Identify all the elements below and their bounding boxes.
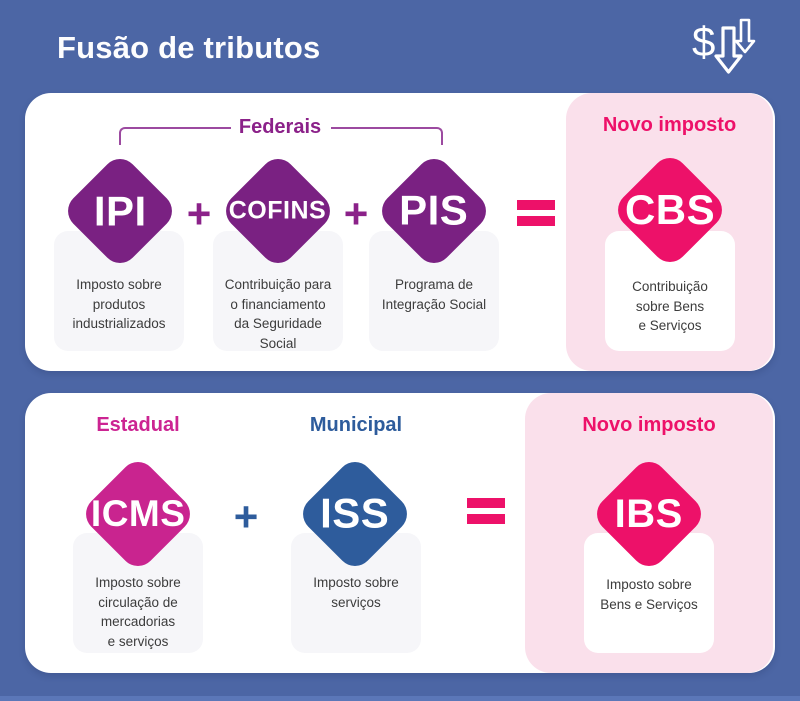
tax-code-pis: PIS	[399, 186, 469, 234]
plus-operator-2: +	[343, 190, 369, 237]
tax-description-icms: Imposto sobre circulação de mercadorias …	[95, 575, 181, 649]
dollar-sign-icon: $	[692, 18, 715, 65]
tax-code-icms: ICMS	[90, 493, 186, 534]
tax-code-ibs: IBS	[614, 491, 684, 536]
bottom-accent-strip	[0, 696, 800, 701]
tax-code-cofins: COFINS	[229, 196, 327, 225]
tax-description-box-icms: Imposto sobre circulação de mercadorias …	[73, 533, 203, 653]
bracket-right	[331, 127, 443, 145]
state-group-label: Estadual	[96, 414, 180, 436]
money-decrease-icon: $	[692, 18, 756, 74]
tax-code-cbs: CBS	[624, 186, 716, 233]
municipal-group-label: Municipal	[309, 414, 403, 436]
tax-description-cbs: Contribuição sobre Bens e Serviços	[632, 279, 708, 334]
tax-description-iss: Imposto sobre serviços	[313, 575, 399, 610]
plus-operator-3: +	[233, 493, 259, 540]
tax-code-ipi: IPI	[93, 186, 147, 234]
page-title: Fusão de tributos	[57, 30, 321, 65]
tax-description-ipi: Imposto sobre produtos industrializados	[72, 277, 166, 332]
down-arrow-large-icon	[714, 26, 743, 74]
equals-bar	[517, 200, 555, 210]
tax-description-ibs: Imposto sobre Bens e Serviços	[600, 577, 698, 612]
tax-code-iss: ISS	[320, 489, 390, 537]
equals-bar	[467, 498, 505, 508]
tax-description-cofins: Contribuição para o financiamento da Seg…	[224, 277, 332, 351]
new-tax-label-state: Novo imposto	[582, 414, 716, 436]
equals-bar	[517, 216, 555, 226]
federal-group-label: Federais	[238, 116, 322, 138]
tax-description-pis: Programa de Integração Social	[381, 277, 487, 312]
new-tax-label-federal: Novo imposto	[602, 114, 737, 136]
equals-bar	[467, 514, 505, 524]
bracket-left	[119, 127, 231, 145]
down-arrow-small-icon	[734, 18, 756, 54]
plus-operator-1: +	[186, 190, 212, 237]
